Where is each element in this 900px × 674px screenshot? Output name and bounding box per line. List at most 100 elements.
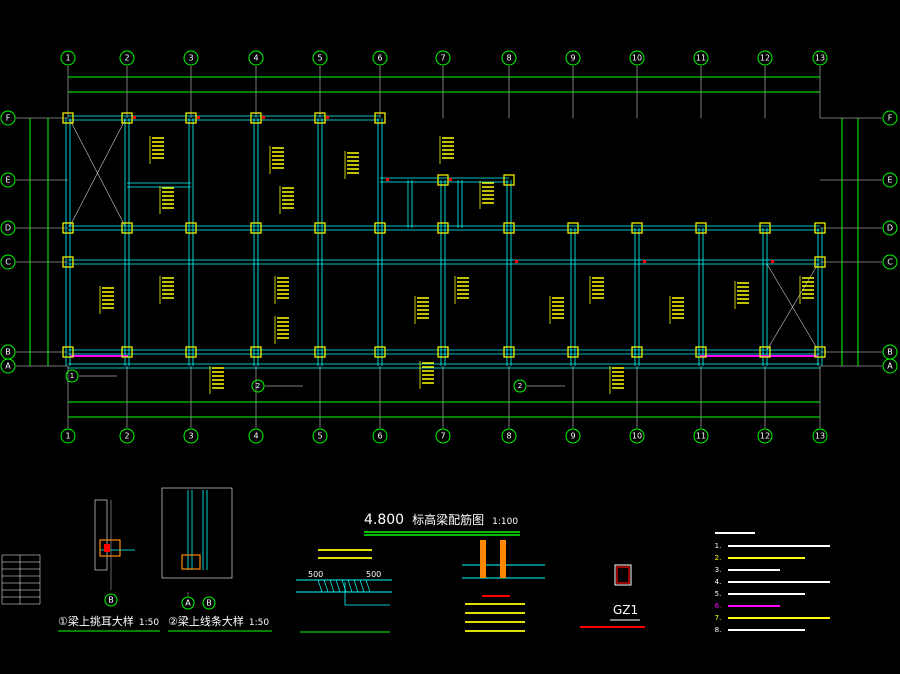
axis-label-6: 6	[377, 54, 382, 63]
axis-bubble-3	[183, 50, 199, 66]
column	[567, 222, 579, 234]
axis-bubble-6	[372, 428, 388, 444]
column	[631, 222, 643, 234]
axis-label-B: B	[887, 348, 893, 357]
column	[437, 222, 449, 234]
axis-bubble-5	[312, 428, 328, 444]
axis-bubble-1	[60, 428, 76, 444]
column	[374, 222, 386, 234]
axis-bubble-E	[882, 172, 898, 188]
axis-bubble-8	[501, 50, 517, 66]
axis-label-7: 7	[440, 432, 445, 441]
detail-callout	[513, 379, 527, 393]
column	[314, 222, 326, 234]
stirrup	[365, 579, 371, 593]
axis-bubble-9	[565, 428, 581, 444]
stirrup	[347, 579, 353, 593]
stirrup	[323, 579, 329, 593]
column	[759, 222, 771, 234]
note-number: 4.	[715, 578, 722, 586]
column	[759, 346, 771, 358]
axis-bubble-6	[372, 50, 388, 66]
axis-label-9: 9	[570, 432, 575, 441]
column	[374, 112, 386, 124]
rebar-marker	[197, 116, 200, 119]
axis-bubble-7	[435, 428, 451, 444]
axis-bubble-12	[757, 428, 773, 444]
column	[62, 256, 74, 268]
axis-label-8: 8	[506, 432, 511, 441]
axis-label-13: 13	[815, 54, 825, 63]
rebar-marker	[449, 178, 452, 181]
axis-bubble-C	[0, 254, 16, 270]
note-number: 2.	[715, 554, 722, 562]
detail1-axis-bubble	[104, 593, 118, 607]
column	[695, 346, 707, 358]
column	[250, 346, 262, 358]
axis-bubble-12	[757, 50, 773, 66]
detail1-rebar	[104, 544, 110, 552]
axis-bubble-F	[0, 110, 16, 126]
axis-label-A: A	[887, 362, 893, 371]
rebar-marker	[386, 178, 389, 181]
column	[814, 256, 826, 268]
detail1-scale: 1:50	[138, 618, 160, 628]
axis-bubble-9	[565, 50, 581, 66]
column	[121, 222, 133, 234]
column	[62, 222, 74, 234]
note-number: 6.	[715, 602, 722, 610]
detail2-bubble-A	[181, 596, 195, 610]
axis-label-4: 4	[253, 432, 258, 441]
detail1-caption: ①梁上挑耳大样 1:50	[58, 613, 159, 629]
rebar-marker	[643, 260, 646, 263]
note-number: 3.	[715, 566, 722, 574]
axis-bubble-E	[0, 172, 16, 188]
axis-bubble-4	[248, 50, 264, 66]
column	[62, 112, 74, 124]
axis-label-3: 3	[188, 432, 193, 441]
axis-label-12: 12	[760, 54, 770, 63]
stair-opening	[69, 119, 126, 227]
axis-bubble-D	[882, 220, 898, 236]
column	[503, 174, 515, 186]
gz1-label: GZ1	[613, 603, 639, 617]
plan-title-elevation: 4.800	[364, 512, 405, 528]
axis-label-C: C	[887, 258, 893, 267]
stirrup	[317, 579, 323, 593]
note-number: 1.	[715, 542, 722, 550]
plan-title-block: 4.800 标高梁配筋图 1:100	[364, 511, 518, 528]
column	[814, 222, 826, 234]
column	[250, 112, 262, 124]
detail2-label: ②梁上线条大样	[168, 615, 244, 628]
axis-bubble-10	[629, 428, 645, 444]
axis-label-11: 11	[696, 432, 706, 441]
detail1-ear	[99, 539, 121, 557]
axis-label-11: 11	[696, 54, 706, 63]
axis-label-A: A	[5, 362, 11, 371]
section-dim-2: 500	[366, 570, 382, 579]
axis-label-1: 1	[65, 432, 70, 441]
axis-label-6: 6	[377, 432, 382, 441]
column	[567, 346, 579, 358]
axis-label-5: 5	[317, 54, 322, 63]
detail2-scale: 1:50	[248, 618, 270, 628]
detail2-frame	[161, 487, 233, 579]
detail-callout	[251, 379, 265, 393]
axis-label-5: 5	[317, 432, 322, 441]
note-number: 8.	[715, 626, 722, 634]
axis-bubble-7	[435, 50, 451, 66]
column	[62, 346, 74, 358]
axis-bubble-2	[119, 428, 135, 444]
base-rebar	[480, 540, 486, 578]
axis-label-10: 10	[632, 432, 642, 441]
axis-bubble-5	[312, 50, 328, 66]
axis-label-9: 9	[570, 54, 575, 63]
detail-callout-number: 2	[256, 382, 260, 390]
note-number: 7.	[715, 614, 722, 622]
rebar-marker	[262, 116, 265, 119]
column	[437, 346, 449, 358]
axis-label-8: 8	[506, 54, 511, 63]
detail1-wall	[94, 499, 108, 571]
rebar-marker	[515, 260, 518, 263]
